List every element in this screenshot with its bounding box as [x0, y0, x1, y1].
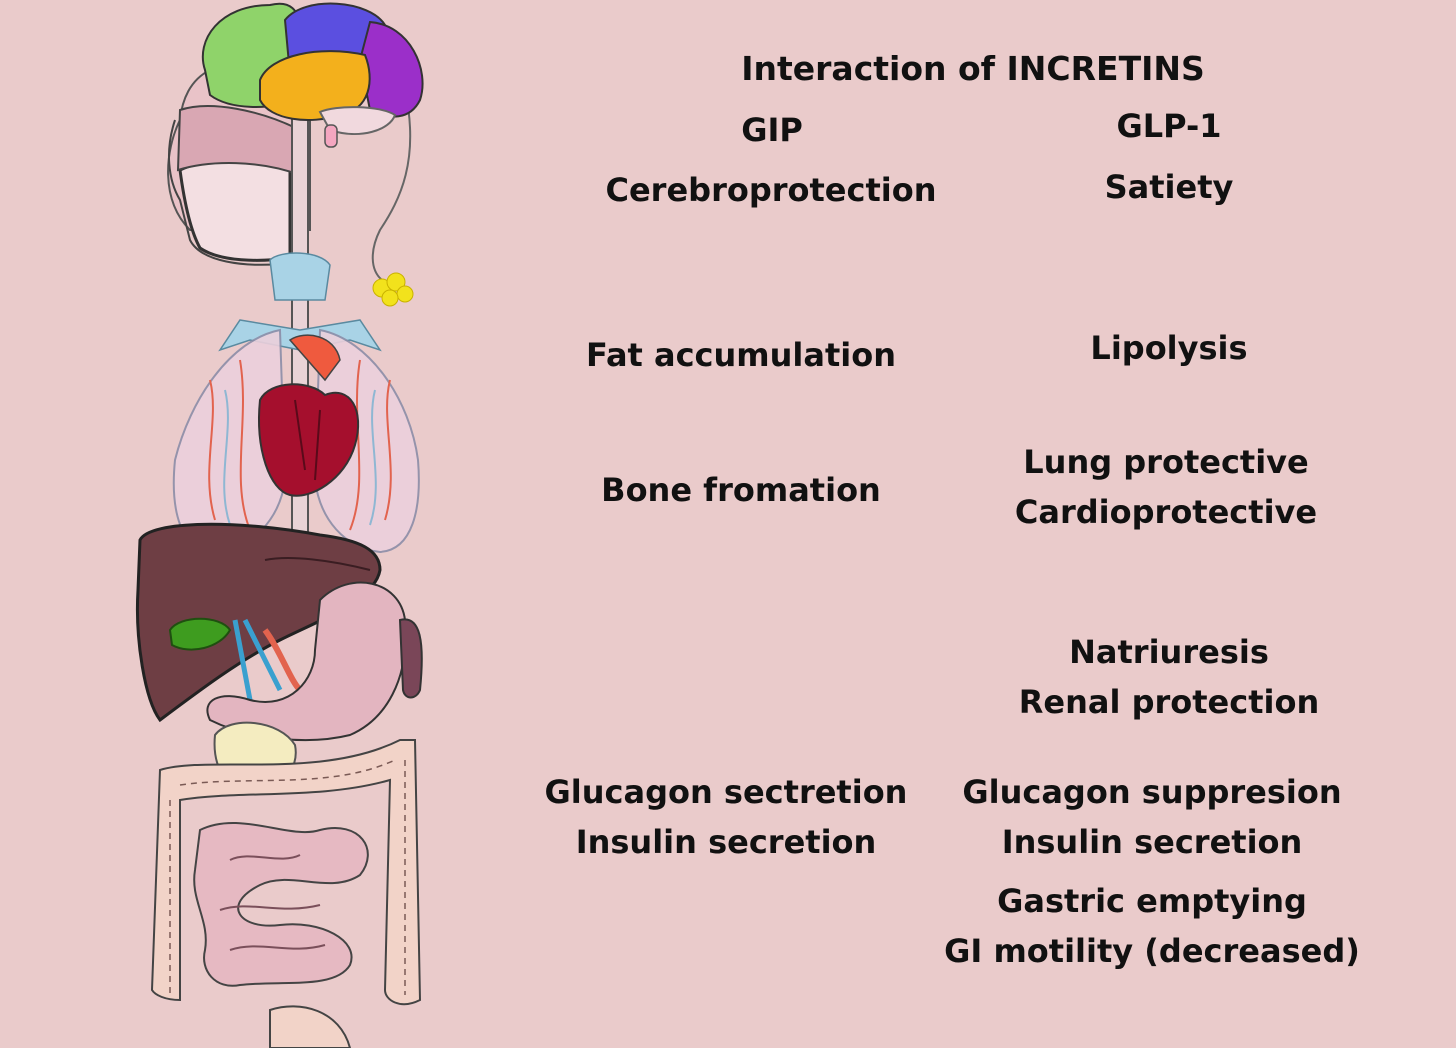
small-intestine: [193, 821, 369, 987]
glp1-pancreas-effects: Glucagon suppresion Insulin secretion: [962, 767, 1341, 867]
glp1-glucagon-effect: Glucagon suppresion: [962, 773, 1342, 811]
glp1-motility-effect: GI motility (decreased): [944, 932, 1360, 970]
gip-glucagon-effect: Glucagon sectretion: [544, 773, 908, 811]
gip-insulin-effect: Insulin secretion: [575, 823, 877, 861]
abdominal-vessels: [232, 618, 303, 701]
diagram-title: Interaction of INCRETINS: [741, 49, 1205, 88]
large-intestine: [150, 739, 422, 1006]
heart: [258, 334, 360, 497]
glp1-fat-effect: Lipolysis: [1090, 329, 1248, 367]
glp1-lung-effect: Lung protective: [1023, 443, 1309, 481]
glp1-gut-effects: Gastric emptying GI motility (decreased): [944, 876, 1360, 976]
gip-pancreas-effects: Glucagon sectretion Insulin secretion: [545, 767, 908, 867]
stomach: [206, 581, 423, 741]
glp1-heart-effects: Lung protective Cardioprotective: [1015, 437, 1317, 537]
gip-bone-effect: Bone fromation: [601, 471, 881, 509]
lungs: [172, 328, 420, 557]
glp1-brain-effect: Satiety: [1104, 168, 1234, 206]
rectum: [269, 1005, 352, 1048]
nerve-line: [371, 89, 412, 281]
glp1-natriuresis-effect: Natriuresis: [1069, 633, 1269, 671]
anatomy-illustration: [136, 2, 424, 1048]
brain: [201, 2, 424, 148]
glp1-gastric-effect: Gastric emptying: [997, 882, 1307, 920]
glp1-cardio-effect: Cardioprotective: [1014, 493, 1318, 531]
gip-header: GIP: [741, 111, 803, 149]
glp1-insulin-effect: Insulin secretion: [1001, 823, 1303, 861]
airway: [218, 252, 382, 352]
fat-cells: [372, 272, 414, 307]
gip-brain-effect: Cerebroprotection: [605, 171, 937, 209]
gip-fat-effect: Fat accumulation: [585, 336, 897, 374]
glp1-kidney-effects: Natriuresis Renal protection: [1019, 627, 1320, 727]
gallbladder: [168, 617, 232, 651]
glp1-header: GLP-1: [1116, 107, 1222, 145]
glp1-renal-effect: Renal protection: [1018, 683, 1320, 721]
